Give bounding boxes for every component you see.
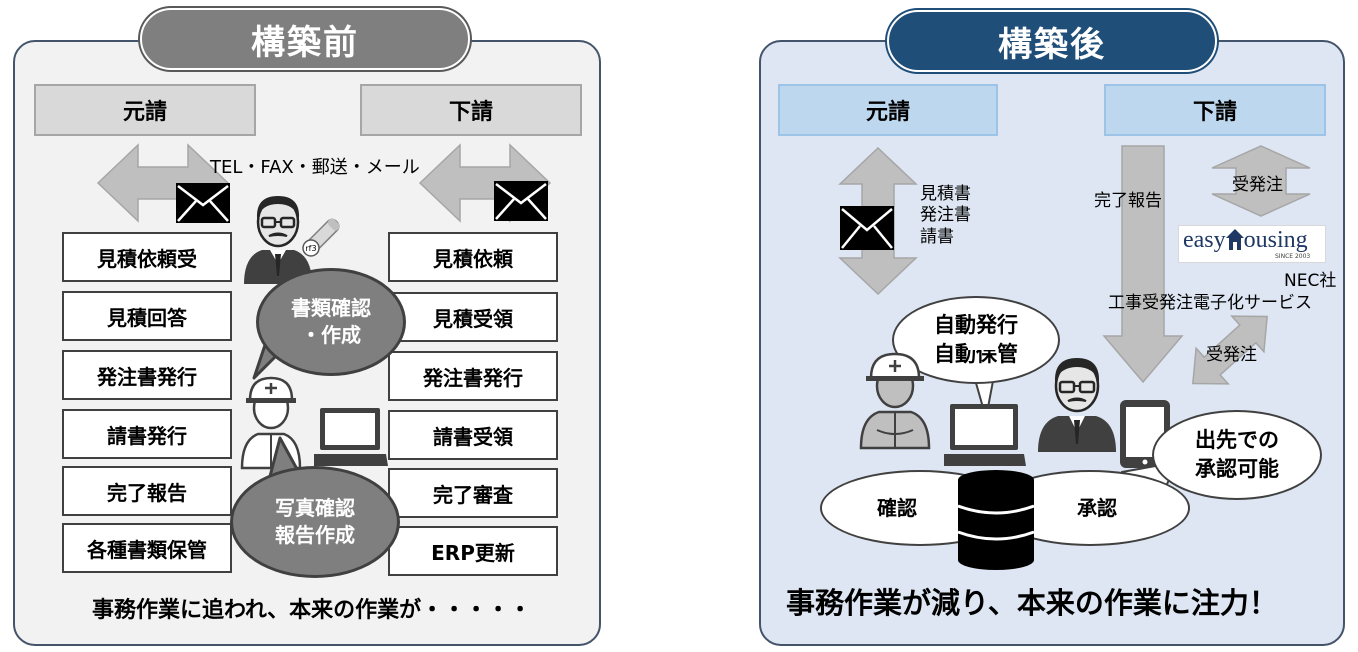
svg-text:rf3: rf3 (305, 244, 316, 253)
bubble-remote-approval-text: 出先での 承認可能 (1195, 427, 1279, 481)
bubble-photo-check: 写真確認 報告作成 (230, 466, 400, 578)
database-icon (957, 470, 1035, 570)
order-double-arrow (1211, 145, 1311, 217)
channel-label: TEL・FAX・郵送・メール (210, 157, 420, 178)
pen-icon: rf3 (302, 218, 341, 257)
before-sub-label: 下請 (360, 84, 582, 136)
order-diagonal-double-arrow (1192, 315, 1268, 385)
house-icon (1225, 229, 1244, 250)
logo-since: SINCE 2003 (1275, 253, 1311, 260)
bubble-tail-cover (968, 340, 998, 350)
sub-task: 見積依頼 (388, 232, 558, 282)
before-prime-label: 元請 (34, 84, 256, 136)
before-title: 構築前 (140, 8, 470, 70)
sub-task: 請書受領 (388, 410, 558, 460)
bubble-photo-check-text: 写真確認 報告作成 (275, 496, 355, 547)
prime-task: 完了報告 (62, 466, 232, 516)
construction-worker-icon (859, 352, 931, 450)
sub-task: ERP更新 (388, 526, 558, 576)
completion-label: 完了報告 (1094, 191, 1162, 211)
service-name: 工事受発注電子化サービス (1108, 293, 1312, 313)
prime-task: 発注書発行 (62, 350, 232, 400)
businessman-icon (244, 196, 312, 284)
before-footer: 事務作業に追われ、本来の作業が・・・・・ (92, 598, 532, 623)
businessman-icon (1038, 358, 1116, 452)
prime-task: 各種書類保管 (62, 523, 232, 573)
sub-task: 発注書発行 (388, 351, 558, 401)
sub-task: 見積受領 (388, 292, 558, 342)
bubble-document-check: 書類確認 ・作成 (256, 268, 406, 376)
logo-text-b: ousing (1243, 227, 1308, 253)
prime-task: 請書発行 (62, 409, 232, 459)
confirm-label: 確認 (877, 496, 917, 520)
after-title: 構築後 (887, 10, 1217, 72)
envelope-icon (840, 206, 894, 250)
easy-housing-logo: easy ousing SINCE 2003 (1178, 225, 1326, 263)
after-footer: 事務作業が減り、本来の作業に注力！ (786, 586, 1278, 620)
sub-task: 完了審査 (388, 468, 558, 518)
document-list: 見積書 発注書 請書 (920, 184, 971, 247)
bubble-document-check-text: 書類確認 ・作成 (291, 296, 371, 347)
laptop-icon (944, 404, 1026, 466)
after-sub-label: 下請 (1104, 84, 1326, 136)
prime-task: 見積依頼受 (62, 232, 232, 282)
prime-task: 見積回答 (62, 291, 232, 341)
after-prime-label: 元請 (778, 84, 998, 136)
envelope-icon (494, 181, 548, 221)
envelope-icon (176, 183, 230, 223)
construction-worker-icon (240, 376, 302, 470)
laptop-icon (314, 408, 388, 466)
bubble-remote-approval: 出先での 承認可能 (1152, 410, 1322, 500)
service-company: NEC社 (1284, 271, 1337, 291)
completion-down-arrow (1102, 145, 1184, 384)
logo-text-a: easy (1183, 227, 1226, 253)
approve-label: 承認 (1077, 496, 1117, 520)
order-label-bottom: 受発注 (1206, 345, 1257, 365)
order-label-top: 受発注 (1232, 175, 1283, 195)
